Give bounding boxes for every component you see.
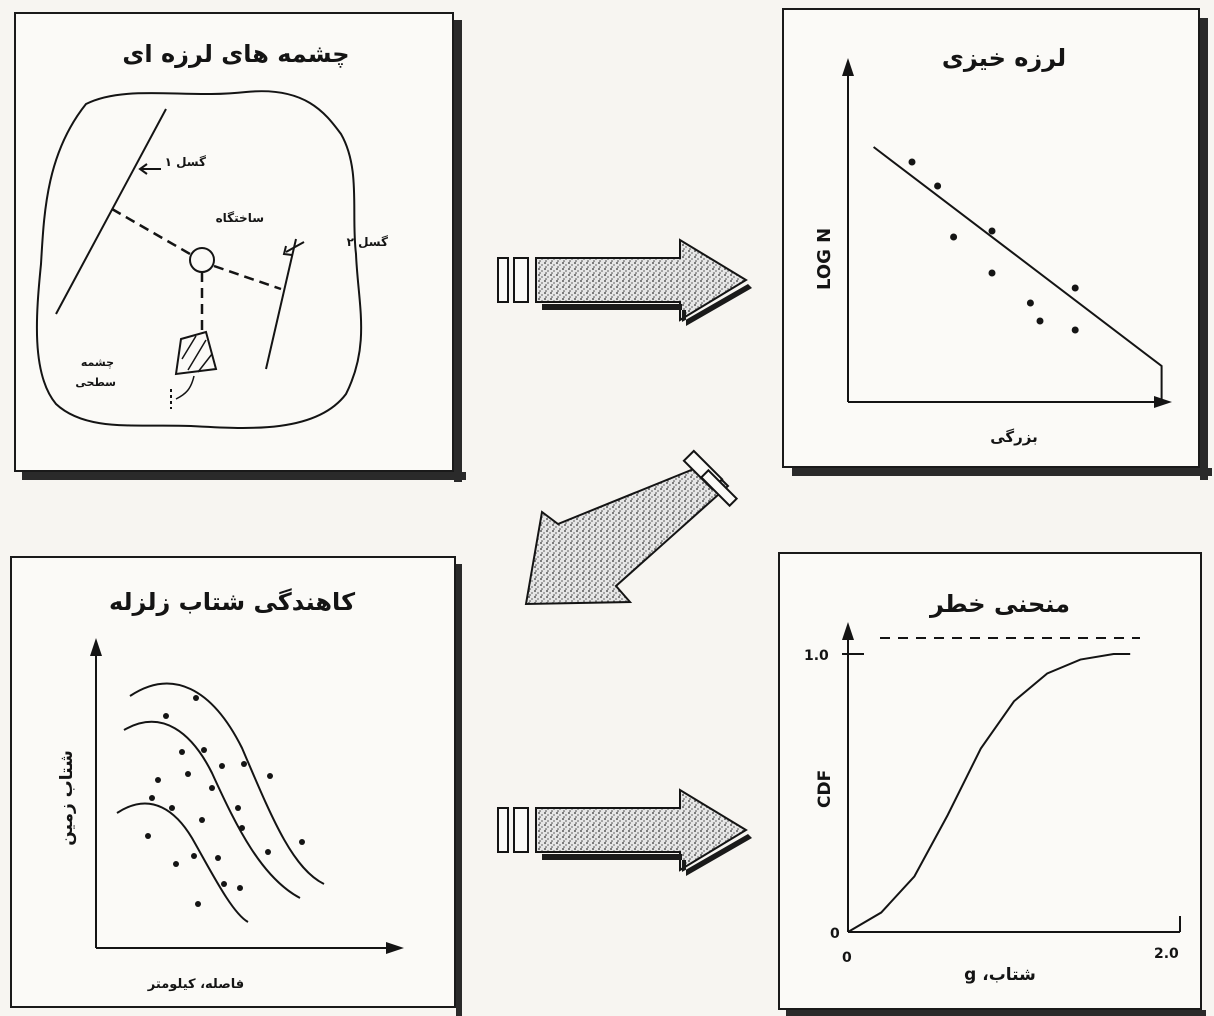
flow-arrow-diagonal xyxy=(524,449,739,606)
scatter-point xyxy=(988,227,996,235)
hazard-chart: 1.0 0 0 2.0 CDF شتاب، g xyxy=(804,622,1181,985)
x-tick-right: 2.0 xyxy=(1154,946,1179,962)
x-axis-label: شتاب، g xyxy=(964,965,1036,985)
panel-shadow-bottom xyxy=(22,472,466,480)
area-source-shape xyxy=(174,330,218,376)
panel-title: لرزه خیزی xyxy=(941,44,1067,72)
y-tick-bottom: 0 xyxy=(830,926,840,942)
fault2-label: گسل ۲ xyxy=(347,235,388,249)
panel-title: چشمه های لرزه ای xyxy=(122,40,350,68)
scatter-point xyxy=(908,158,916,166)
panel-shadow-right xyxy=(1200,18,1208,480)
panel-shadow-right xyxy=(454,20,462,482)
y-axis-label: CDF xyxy=(815,770,835,808)
scatter-point xyxy=(934,182,942,190)
scatter-point xyxy=(1071,326,1079,334)
seismicity-chart: LOG N بزرگی xyxy=(814,58,1172,446)
panel-attenuation: کاهندگی شتاب زلزله شتاب زمین فاصله، کیلو… xyxy=(10,556,462,1016)
x-tick-left: 0 xyxy=(842,950,852,966)
seismic-sources-map: گسل ۱ گسل ۲ ساختگاه چشمه سطحی xyxy=(35,90,388,429)
panel-shadow-bottom xyxy=(786,1010,1206,1016)
panel-title: منحنی خطر xyxy=(930,590,1070,618)
scatter-point xyxy=(1026,299,1034,307)
panel-hazard-curve: منحنی خطر 1.0 0 0 2.0 CDF شتاب، g xyxy=(778,552,1206,1016)
hazard-curve-line xyxy=(847,653,1131,933)
site-label: ساختگاه xyxy=(216,211,264,225)
fault1-label: گسل ۱ xyxy=(165,155,206,169)
flow-arrow-right-top xyxy=(497,238,752,326)
scatter-point xyxy=(1036,317,1044,325)
panel-shadow-right xyxy=(456,564,462,1016)
fit-line xyxy=(872,146,1163,402)
area-source-label-2: سطحی xyxy=(75,376,116,389)
y-axis-label: شتاب زمین xyxy=(57,750,77,846)
panel-title: کاهندگی شتاب زلزله xyxy=(108,588,356,616)
panel-seismicity: لرزه خیزی LOG N بزرگی xyxy=(782,8,1212,480)
area-source-label-1: چشمه xyxy=(81,356,114,369)
scatter-point xyxy=(988,269,996,277)
x-axis-label: بزرگی xyxy=(990,428,1038,446)
flow-arrow-right-bottom xyxy=(497,788,752,876)
attenuation-chart: شتاب زمین فاصله، کیلومتر xyxy=(57,638,404,992)
scatter-points xyxy=(908,158,1079,334)
x-axis-label: فاصله، کیلومتر xyxy=(147,977,244,992)
panel-shadow-bottom xyxy=(792,468,1212,476)
scatter-point xyxy=(1071,284,1079,292)
y-axis-label: LOG N xyxy=(814,228,835,290)
scatter-point xyxy=(950,233,958,241)
attenuation-points xyxy=(145,695,305,907)
y-tick-top: 1.0 xyxy=(804,648,829,664)
panel-seismic-sources: چشمه های لرزه ای گسل ۱ گسل ۲ ساختگاه چشم… xyxy=(14,12,466,482)
site-marker xyxy=(189,247,215,273)
